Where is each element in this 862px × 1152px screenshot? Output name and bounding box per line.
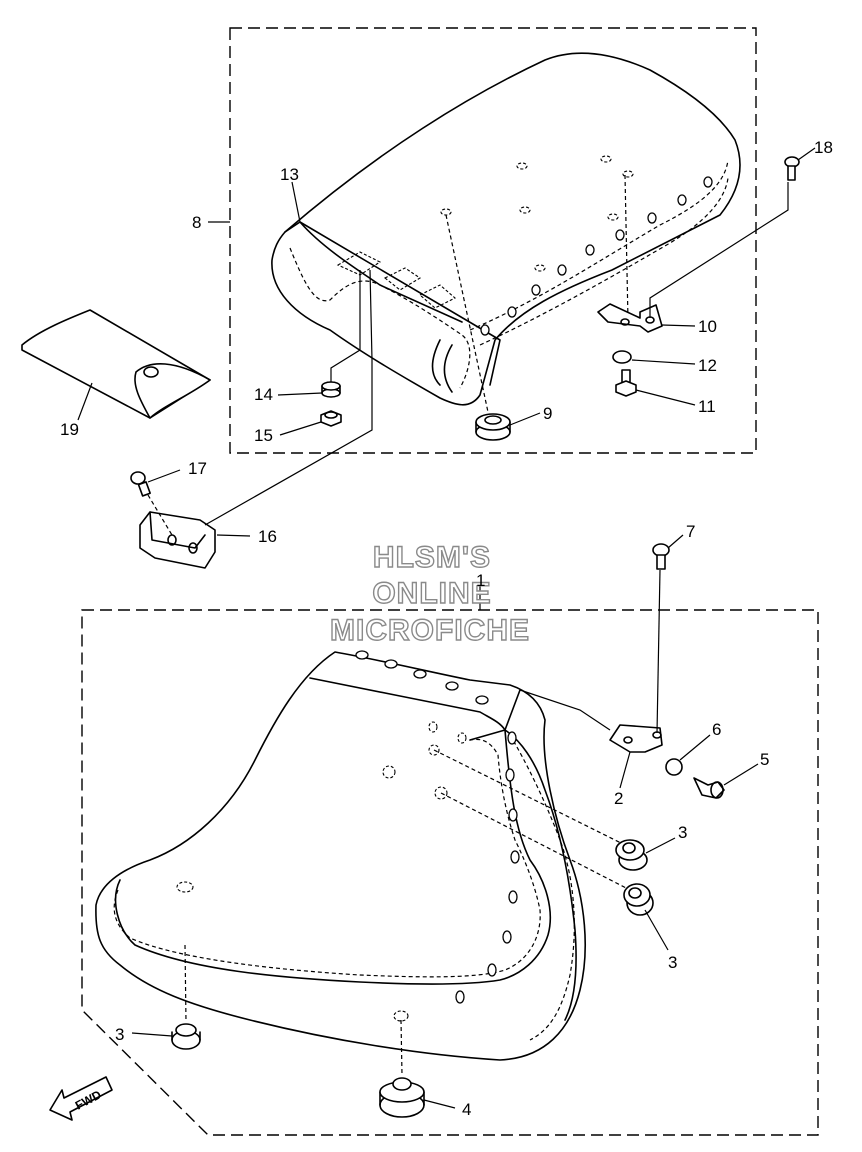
watermark-line-3: MICROFICHE <box>330 614 530 647</box>
bracket-2 <box>609 724 663 753</box>
callout-12: 12 <box>698 356 717 375</box>
front-seat-side-holes <box>455 731 520 1004</box>
callout-6: 6 <box>712 720 721 739</box>
front-seat-assembly-frame <box>81 609 819 1136</box>
damper-3-middle <box>623 883 654 916</box>
bracket-16 <box>139 511 216 569</box>
rear-seat-top-mounts <box>440 155 634 272</box>
washer-6 <box>665 758 683 776</box>
callout-13: 13 <box>280 165 299 184</box>
callout-5: 5 <box>760 750 769 769</box>
callout-8: 8 <box>192 213 201 232</box>
washer-12 <box>612 350 632 364</box>
callout-16: 16 <box>258 527 277 546</box>
callout-3-middle: 3 <box>668 953 677 972</box>
watermark: HLSM'S ONLINE MICROFICHE <box>329 540 530 647</box>
callout-19: 19 <box>60 420 79 439</box>
collar-14 <box>321 381 341 398</box>
callout-4: 4 <box>462 1100 471 1119</box>
watermark-line-2: ONLINE <box>372 577 491 610</box>
damper-3-upper <box>615 839 648 871</box>
callout-11: 11 <box>698 397 716 416</box>
callout-3-lower: 3 <box>115 1025 124 1044</box>
callout-10: 10 <box>698 317 717 336</box>
damper-4 <box>379 1077 425 1118</box>
damper-3-lower <box>171 1023 201 1050</box>
callout-14: 14 <box>254 385 273 404</box>
callout-15: 15 <box>254 426 273 445</box>
callout-1: 1 <box>476 571 485 590</box>
callout-17: 17 <box>188 459 207 478</box>
damper-9 <box>475 413 511 441</box>
watermark-line-1: HLSM'S <box>373 541 491 574</box>
bolt-5 <box>693 777 725 799</box>
screw-18 <box>784 156 800 181</box>
fwd-arrow-icon: FWD <box>49 1076 113 1121</box>
bolt-11 <box>615 369 637 397</box>
callout-2: 2 <box>614 789 623 808</box>
front-seat-top-holes <box>355 650 489 705</box>
callout-3-upper: 3 <box>678 823 687 842</box>
rear-seat-side-holes <box>480 176 713 336</box>
seat-cover-19 <box>21 309 211 419</box>
screw-17 <box>130 471 151 497</box>
screw-7 <box>652 543 670 570</box>
callout-9: 9 <box>543 404 552 423</box>
front-seat-mounts <box>176 721 467 1022</box>
rear-seat <box>271 52 741 413</box>
callout-18: 18 <box>814 138 833 157</box>
nut-15 <box>320 410 342 427</box>
rear-seat-assembly-frame <box>229 27 757 454</box>
callout-7: 7 <box>686 522 695 541</box>
front-seat <box>95 650 631 1076</box>
bracket-10 <box>597 303 663 333</box>
